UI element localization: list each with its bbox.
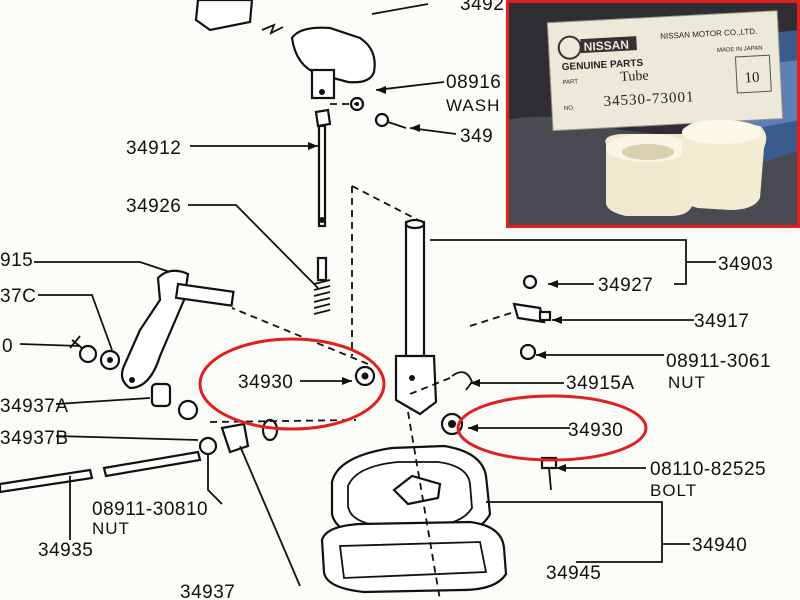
label-34945: 34945 bbox=[546, 563, 601, 584]
plate-34945 bbox=[320, 520, 508, 594]
rod-34912 bbox=[314, 108, 332, 228]
nissan-logo-icon bbox=[557, 35, 582, 60]
bolt-08110 bbox=[540, 456, 558, 491]
label-37c: 37C bbox=[0, 286, 36, 307]
inset-part-caption: PART bbox=[562, 79, 578, 86]
label-915: 915 bbox=[0, 250, 33, 271]
label-08911-3061: 08911-3061 bbox=[666, 351, 771, 372]
inset-no-caption: NO. bbox=[564, 105, 575, 112]
part-label-sticker: NISSAN GENUINE PARTS NISSAN MOTOR CO.,LT… bbox=[546, 10, 784, 132]
pin-34917 bbox=[512, 302, 552, 324]
label-34940: 34940 bbox=[692, 535, 747, 556]
washer-08916 bbox=[349, 96, 365, 112]
bushing-photo bbox=[605, 119, 767, 216]
part-labels: 3492 08916 WASH 349 34912 34926 34903 91… bbox=[0, 0, 773, 600]
rods-34935 bbox=[0, 450, 202, 494]
inset-genuine: GENUINE PARTS bbox=[561, 58, 643, 73]
arrowheads bbox=[308, 86, 566, 472]
label-washer: WASH bbox=[446, 96, 500, 115]
label-08911-30810: 08911-30810 bbox=[92, 499, 208, 520]
label-34912: 34912 bbox=[126, 138, 181, 159]
lever-arm-34915 bbox=[120, 269, 235, 390]
clip-34915a bbox=[451, 371, 474, 391]
inset-part-name: Tube bbox=[620, 69, 649, 85]
label-34926: 34926 bbox=[126, 196, 181, 217]
small-hardware-left bbox=[69, 335, 279, 456]
label-34930-left: 34930 bbox=[238, 372, 293, 393]
label-3492: 3492 bbox=[460, 0, 504, 15]
label-34937: 34937 bbox=[180, 582, 235, 600]
shaft-34903 bbox=[394, 218, 438, 416]
label-34937b: 34937B bbox=[0, 428, 69, 449]
shift-knob bbox=[290, 26, 376, 100]
spring-34926 bbox=[313, 256, 331, 315]
bushing-34930-left bbox=[354, 365, 376, 387]
label-34930-right: 34930 bbox=[568, 420, 623, 441]
label-34935: 34935 bbox=[38, 540, 93, 561]
highlight-ellipses bbox=[198, 337, 648, 462]
nut-34927 bbox=[522, 274, 538, 290]
leader-lines bbox=[19, 3, 716, 587]
screw-349 bbox=[374, 112, 407, 129]
label-349: 349 bbox=[460, 126, 493, 147]
highlight-34930-right bbox=[456, 394, 648, 462]
label-08916: 08916 bbox=[446, 72, 501, 93]
label-nut-right: NUT bbox=[668, 373, 706, 392]
label-bolt: BOLT bbox=[650, 481, 697, 500]
label-34917: 34917 bbox=[694, 311, 749, 332]
label-34903: 34903 bbox=[718, 254, 773, 275]
label-0: 0 bbox=[2, 336, 13, 357]
label-34927: 34927 bbox=[598, 275, 653, 296]
product-photo-inset: NISSAN GENUINE PARTS NISSAN MOTOR CO.,LT… bbox=[506, 0, 800, 228]
inset-qty: 10 bbox=[744, 70, 760, 87]
highlight-34930-left bbox=[198, 337, 386, 431]
dashed-guides bbox=[209, 103, 515, 600]
label-34937a: 34937A bbox=[0, 396, 69, 417]
label-nut-left: NUT bbox=[92, 519, 130, 538]
label-08110-82525: 08110-82525 bbox=[650, 459, 766, 480]
inset-border bbox=[506, 0, 800, 228]
label-34915a: 34915A bbox=[566, 373, 635, 394]
inset-origin: MADE IN JAPAN bbox=[717, 46, 763, 54]
nut-08911-3061 bbox=[519, 343, 537, 361]
top-bracket bbox=[194, 0, 284, 35]
inset-brand: NISSAN bbox=[583, 38, 629, 54]
inset-part-number: 34530-73001 bbox=[603, 89, 695, 110]
